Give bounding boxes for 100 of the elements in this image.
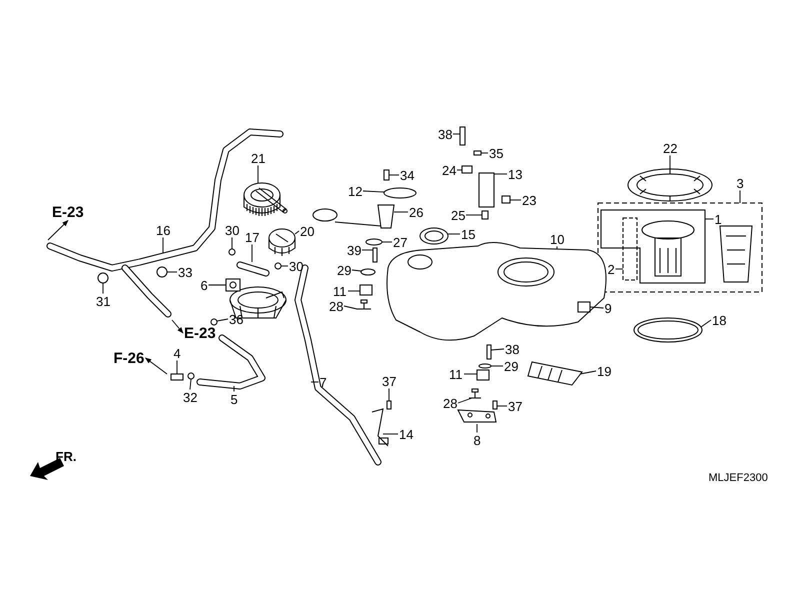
pin-drawing xyxy=(474,150,482,156)
leader-line xyxy=(700,320,712,328)
seal-ring-drawing xyxy=(634,318,702,342)
callout-number: 39 xyxy=(347,242,362,258)
seal-ring-drawing xyxy=(420,228,448,244)
pump-assembly-drawing xyxy=(598,202,762,292)
callout-number: 38 xyxy=(505,342,520,356)
callout-number: 11 xyxy=(333,284,346,298)
callout-number: 28 xyxy=(443,396,458,410)
callout-number: 29 xyxy=(504,358,518,374)
callout-number: 15 xyxy=(461,226,476,242)
callout-number: 33 xyxy=(178,264,192,280)
callout-number: 12 xyxy=(348,184,362,198)
callout-number: 13 xyxy=(508,166,522,182)
leader-line xyxy=(208,284,226,286)
fuel-pump-drawing xyxy=(600,210,706,284)
o-ring-drawing xyxy=(366,238,382,246)
callout-number: 10 xyxy=(550,232,564,246)
callout-number: 18 xyxy=(712,312,726,328)
clip-drawing xyxy=(502,196,510,204)
callout-number: 34 xyxy=(400,168,414,182)
callout-number: 3 xyxy=(736,176,744,190)
callout-number: 4 xyxy=(174,346,181,360)
regulator-frame xyxy=(622,218,638,280)
callout-number: 17 xyxy=(245,230,260,244)
collar-drawing xyxy=(468,388,482,398)
leader-line xyxy=(458,398,472,404)
bolt-drawing xyxy=(486,344,492,360)
callout-number: 14 xyxy=(399,426,414,442)
leader-line xyxy=(480,152,488,154)
callout-number: 2 xyxy=(608,262,615,276)
callout-number: 5 xyxy=(230,392,238,406)
callout-number: 16 xyxy=(156,222,170,238)
leader-line xyxy=(344,306,358,310)
grommet-drawing xyxy=(462,166,472,174)
leader-line xyxy=(490,348,504,350)
callout-number: 27 xyxy=(393,234,408,250)
callout-number: 6 xyxy=(200,278,208,292)
callout-number: 21 xyxy=(251,150,266,166)
callout-number: 23 xyxy=(522,192,536,208)
callout-number: 31 xyxy=(96,294,110,308)
leader-line xyxy=(615,268,624,270)
callout-number: 36 xyxy=(229,312,244,326)
bracket-drawing xyxy=(527,361,583,386)
callout-number: 37 xyxy=(508,398,522,414)
arrow xyxy=(145,358,168,374)
leader-line xyxy=(162,237,164,254)
leader-line xyxy=(580,370,596,374)
leader-line xyxy=(294,230,300,234)
fuel-cap-drawing xyxy=(244,182,288,216)
direction-label: FR. xyxy=(56,448,76,464)
leader-line xyxy=(388,388,390,402)
leader-line xyxy=(348,290,360,292)
bolt-drawing xyxy=(460,126,466,146)
bolt-drawing xyxy=(384,170,390,180)
arrow xyxy=(48,220,68,240)
hose-clip-drawing xyxy=(210,318,218,326)
callout-number: 25 xyxy=(451,208,466,222)
leader-line xyxy=(216,318,228,322)
callout-number: 32 xyxy=(183,390,198,404)
cover-drawing xyxy=(478,172,494,208)
bracket-drawing xyxy=(372,408,388,446)
drawing-code: MLJEF2300 xyxy=(708,472,768,484)
fuel-sender-drawing xyxy=(312,204,395,228)
callout-number: 26 xyxy=(409,204,424,220)
arrow xyxy=(172,320,184,334)
leader-line xyxy=(102,282,104,294)
callout-number: 22 xyxy=(663,140,678,156)
hose-clip-drawing xyxy=(188,372,194,380)
callout-number: 1 xyxy=(714,212,722,226)
reference-code: E-23 xyxy=(184,324,216,342)
bolt-drawing xyxy=(386,400,392,410)
joint-drawing xyxy=(170,374,184,380)
callout-number: 35 xyxy=(489,146,504,160)
leader-line xyxy=(352,270,362,272)
bolt-drawing xyxy=(372,248,378,262)
callout-number: 9 xyxy=(604,300,612,316)
callout-number: 28 xyxy=(329,298,344,314)
callout-number: 30 xyxy=(225,222,240,238)
callout-number: 11 xyxy=(449,366,462,382)
leader-line xyxy=(476,424,478,433)
bolt-drawing xyxy=(492,400,498,410)
leader-line xyxy=(704,218,714,220)
reference-code: E-23 xyxy=(52,204,84,220)
leader-line xyxy=(590,306,604,308)
callout-number: 37 xyxy=(382,374,396,388)
fuel-cap-drawing xyxy=(268,228,296,256)
callout-number: 38 xyxy=(438,126,452,142)
callout-number: 19 xyxy=(597,364,612,378)
leader-line xyxy=(466,214,482,216)
leader-line xyxy=(176,360,178,374)
leader-line xyxy=(190,378,192,390)
callout-number: 8 xyxy=(474,432,481,448)
leader-line xyxy=(388,174,400,176)
gasket-drawing xyxy=(628,168,712,202)
washer-drawing xyxy=(478,364,492,368)
reference-code: F-26 xyxy=(114,350,144,366)
leader-line xyxy=(362,190,384,192)
rubber-mount-drawing xyxy=(476,370,490,380)
leader-line xyxy=(556,246,558,250)
